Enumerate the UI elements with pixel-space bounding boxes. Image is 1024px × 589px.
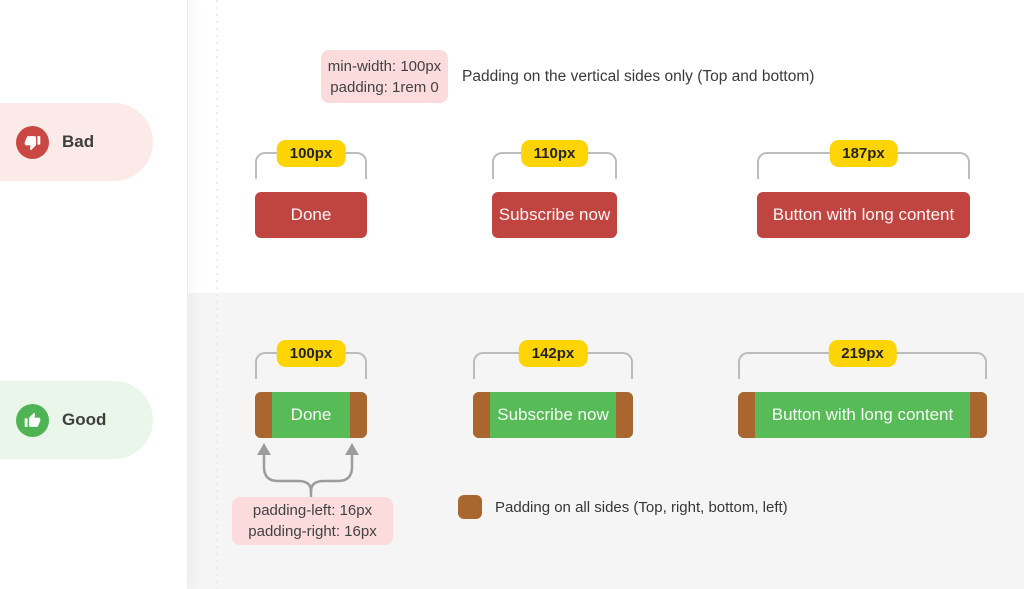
padding-arrows: [257, 443, 359, 499]
padding-swatch-icon: [458, 495, 482, 519]
width-badge: 100px: [276, 340, 346, 367]
example-button-bad-long: Button with long content: [757, 192, 970, 238]
bad-button-group-subscribe: 110px Subscribe now: [492, 140, 617, 242]
good-badge: Good: [0, 381, 153, 459]
button-text: Button with long content: [771, 405, 954, 424]
css-snippet-line: padding: 1rem 0: [330, 78, 439, 96]
padding-legend: Padding on all sides (Top, right, bottom…: [458, 495, 788, 519]
padding-strip-left: [255, 392, 272, 438]
width-badge: 187px: [829, 140, 898, 167]
button-text: Subscribe now: [497, 405, 609, 424]
css-snippet-bad: min-width: 100px padding: 1rem 0: [321, 50, 448, 103]
legend-label: Padding on all sides (Top, right, bottom…: [495, 498, 788, 516]
width-badge: 142px: [518, 340, 588, 367]
css-snippet-line: min-width: 100px: [327, 57, 442, 75]
example-button-bad-subscribe: Subscribe now: [492, 192, 617, 238]
sidebar: Bad Good: [0, 0, 188, 589]
example-button-good-long: Button with long content: [738, 392, 987, 438]
example-button-bad-done: Done: [255, 192, 367, 238]
padding-note-line: padding-right: 16px: [248, 523, 377, 540]
width-badge: 110px: [520, 140, 589, 167]
bad-section-caption: Padding on the vertical sides only (Top …: [462, 68, 815, 85]
button-text: Done: [290, 405, 332, 424]
bad-label: Bad: [62, 132, 95, 151]
width-badge: 219px: [828, 340, 897, 367]
padding-note: padding-left: 16px padding-right: 16px: [232, 497, 393, 545]
thumbs-down-icon: [16, 125, 49, 159]
padding-note-line: padding-left: 16px: [252, 502, 373, 519]
padding-strip-right: [616, 392, 633, 438]
dotted-guide-line: [216, 0, 218, 589]
padding-strip-left: [473, 392, 490, 438]
example-button-good-subscribe: Subscribe now: [473, 392, 633, 438]
padding-strip-left: [738, 392, 755, 438]
good-label: Good: [62, 410, 107, 429]
bad-button-group-done: 100px Done: [255, 140, 367, 242]
bad-badge: Bad: [0, 103, 153, 181]
good-button-group-subscribe: 142px Subscribe now: [473, 340, 633, 442]
width-badge: 100px: [276, 140, 346, 167]
example-button-good-done: Done: [255, 392, 367, 438]
padding-strip-right: [350, 392, 367, 438]
bad-button-group-long: 187px Button with long content: [757, 140, 970, 242]
padding-strip-right: [970, 392, 987, 438]
thumbs-up-icon: [16, 403, 49, 437]
good-button-group-done: 100px Done: [255, 340, 367, 442]
good-button-group-long: 219px Button with long content: [738, 340, 987, 442]
